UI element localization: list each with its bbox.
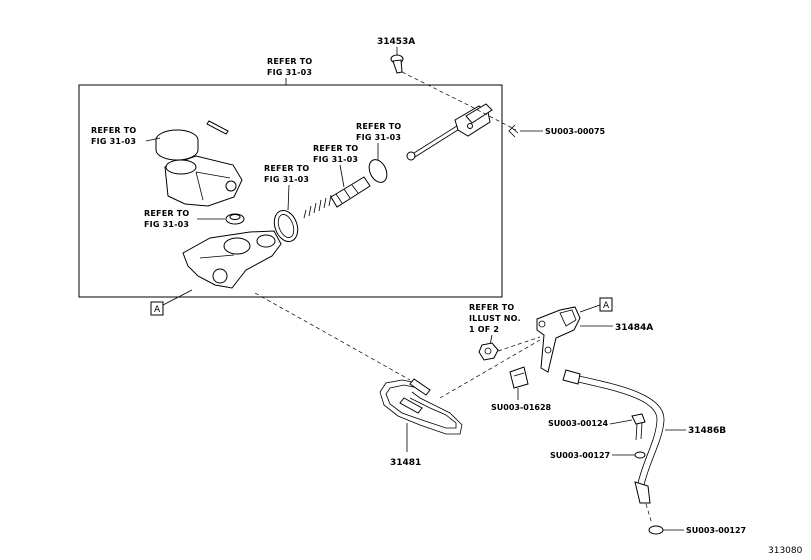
clip-icon <box>509 366 529 389</box>
ref-oring-line1: REFER TO <box>264 164 309 173</box>
leader-line <box>162 289 193 306</box>
push-rod-icon <box>406 103 493 161</box>
marker-a-right-label: A <box>603 301 610 311</box>
dashed-connector <box>439 339 541 399</box>
reservoir-cap-icon <box>155 129 199 161</box>
code-su003-00124: SU003-00124 <box>548 419 609 428</box>
dashed-connector <box>497 336 541 352</box>
code-su003-01628: SU003-01628 <box>491 403 552 412</box>
ref-reservoir-line2: FIG 31-03 <box>91 137 136 146</box>
diagram-id: 313080 <box>768 546 803 556</box>
code-su003-00127-upper: SU003-00127 <box>550 451 610 460</box>
pin-icon <box>206 120 229 135</box>
master-cylinder-body-icon <box>182 230 282 289</box>
marker-a-left <box>150 301 164 316</box>
piston-spring-icon <box>303 176 371 219</box>
ref-top-line1: REFER TO <box>267 57 312 66</box>
ref-illust-line1: REFER TO <box>469 303 514 312</box>
leader-line <box>339 164 345 188</box>
ref-label-illust: REFER TO ILLUST NO. 1 OF 2 <box>469 303 521 334</box>
code-su003-00075: SU003-00075 <box>545 127 606 136</box>
leader-line <box>145 137 161 142</box>
washer-icon <box>648 525 664 535</box>
o-ring-large-icon <box>273 210 299 242</box>
dashed-connector <box>645 503 653 525</box>
nut-icon <box>478 342 499 361</box>
ref-ring-line1: REFER TO <box>356 122 401 131</box>
ref-label-piston: REFER TO FIG 31-03 <box>313 144 358 164</box>
code-su003-00127-lower: SU003-00127 <box>686 526 746 535</box>
reservoir-icon <box>164 155 243 207</box>
grommet-icon <box>225 213 245 225</box>
ref-piston-line2: FIG 31-03 <box>313 155 358 164</box>
leader-line <box>609 419 633 425</box>
part-number-31484A: 31484A <box>615 323 653 333</box>
ref-ring-line2: FIG 31-03 <box>356 133 401 142</box>
ref-top-line2: FIG 31-03 <box>267 68 312 77</box>
ref-piston-line1: REFER TO <box>313 144 358 153</box>
ref-reservoir-line1: REFER TO <box>91 126 136 135</box>
bolt-icon <box>631 413 646 441</box>
ref-illust-line3: 1 OF 2 <box>469 325 499 334</box>
ring-small-icon <box>368 159 388 183</box>
ref-label-o-ring: REFER TO FIG 31-03 <box>264 164 309 184</box>
part-number-31453A: 31453A <box>377 37 415 47</box>
leader-line <box>287 184 290 211</box>
clevis-pin-icon <box>390 54 404 74</box>
ref-grommet-line1: REFER TO <box>144 209 189 218</box>
ref-label-grommet: REFER TO FIG 31-03 <box>144 209 189 229</box>
flexible-hose-icon <box>562 369 665 504</box>
ref-label-ring: REFER TO FIG 31-03 <box>356 122 401 142</box>
dashed-connector <box>254 292 411 381</box>
bracket-icon <box>536 306 581 373</box>
clutch-pipe-icon <box>379 378 463 435</box>
clip-icon <box>508 124 519 138</box>
part-number-31481: 31481 <box>390 458 421 468</box>
ref-label-reservoir: REFER TO FIG 31-03 <box>91 126 136 146</box>
ref-grommet-line2: FIG 31-03 <box>144 220 189 229</box>
leader-line <box>579 304 601 313</box>
ref-oring-line2: FIG 31-03 <box>264 175 309 184</box>
ref-label-top: REFER TO FIG 31-03 <box>267 57 312 77</box>
part-number-31486B: 31486B <box>688 426 726 436</box>
washer-icon <box>634 451 646 459</box>
master-cylinder-assembly-box <box>78 84 503 298</box>
marker-a-left-label: A <box>154 305 161 315</box>
marker-a-right <box>599 297 613 312</box>
ref-illust-line2: ILLUST NO. <box>469 314 521 323</box>
